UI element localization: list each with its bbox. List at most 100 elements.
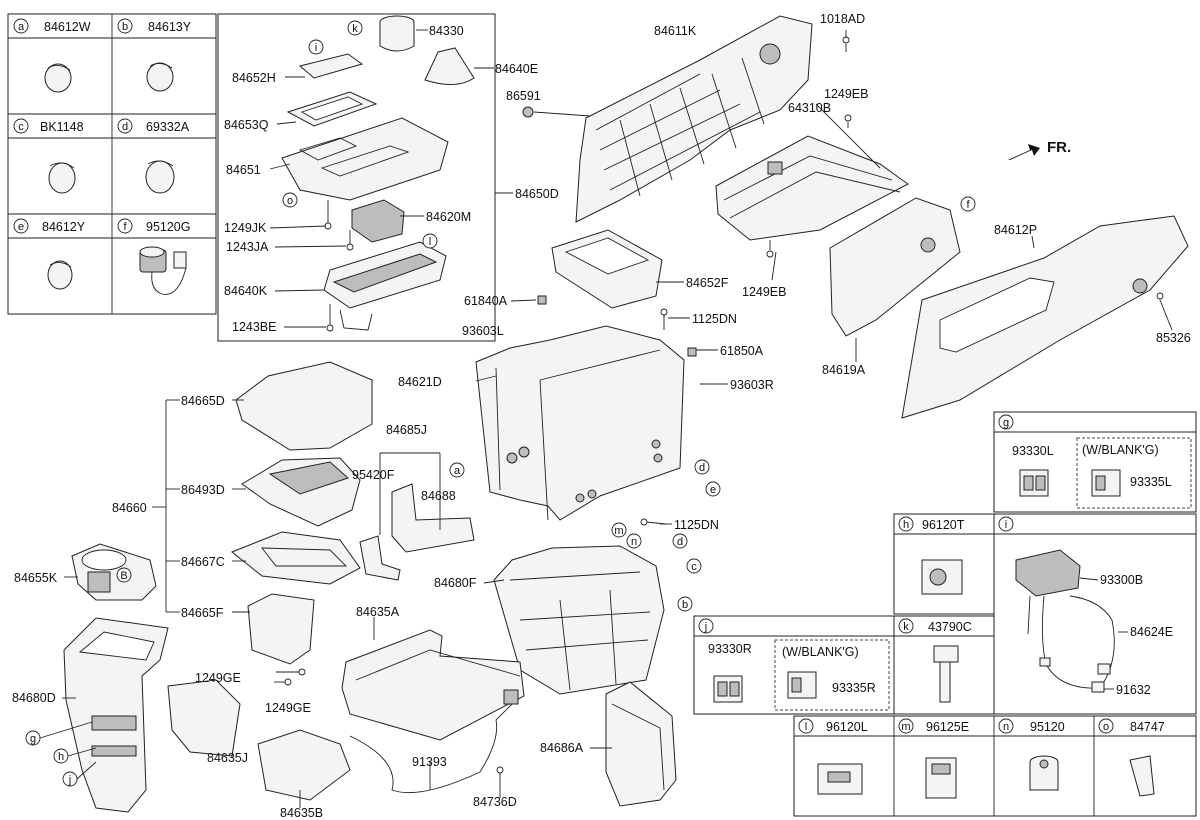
callout-k: k (352, 23, 358, 35)
socket-96120l-icon (817, 763, 863, 795)
legend-i-code: 93300B (1100, 573, 1143, 587)
label-95420F: 95420F (352, 468, 395, 482)
callout-b: b (682, 599, 688, 611)
label-84635B: 84635B (280, 806, 323, 820)
side-panel-84611k (575, 15, 813, 223)
legend-n-code: 95120 (1030, 720, 1065, 734)
clip-c-icon (48, 162, 76, 194)
callout-B: B (120, 570, 127, 582)
callout-n: n (631, 536, 637, 548)
switch-93330l-icon (1019, 469, 1049, 497)
switch-93335r-icon (787, 671, 817, 699)
front-direction-arrow: FR. (1008, 139, 1071, 160)
legend-c-code: BK1148 (40, 120, 84, 134)
power-outlet-95120-icon (1029, 755, 1059, 791)
front-label: FR. (1047, 139, 1071, 156)
callout-i: i (315, 42, 317, 54)
label-84620M: 84620M (426, 210, 471, 224)
legend-j-code: 93330R (708, 642, 752, 656)
legend-g-variant-code: 93335L (1130, 475, 1172, 489)
callout-o: o (287, 195, 293, 207)
legend-f-code: 95120G (146, 220, 190, 234)
label-93603R: 93603R (730, 378, 774, 392)
label-64310B: 64310B (788, 101, 831, 115)
label-84619A: 84619A (822, 363, 866, 377)
legend-j-variant-code: 93335R (832, 681, 876, 695)
legend-o-code: 84747 (1130, 720, 1165, 734)
legend-d-letter: d (122, 121, 128, 133)
legend-i-box: i 93300B 84624E 91632 (993, 513, 1197, 715)
legend-b-letter: b (122, 21, 128, 33)
legend-m-code: 96125E (926, 720, 969, 734)
label-84665D: 84665D (181, 394, 225, 408)
label-1249JK: 1249JK (224, 221, 267, 235)
top-center-parts (379, 15, 591, 118)
label-84680D: 84680D (12, 691, 56, 705)
cover-43790c-icon (933, 645, 959, 703)
socket-96120t-icon (921, 559, 963, 595)
legend-h-box: h 96120T (893, 513, 995, 615)
leader-lines (62, 29, 1173, 808)
legend-i-code2: 84624E (1130, 625, 1173, 639)
label-84640K: 84640K (224, 284, 268, 298)
legend-j-letter: j (704, 621, 707, 633)
label-86591: 86591 (506, 89, 541, 103)
switch-93330r-icon (713, 675, 743, 703)
legend-b-code: 84613Y (148, 20, 192, 34)
label-91393: 91393 (412, 755, 447, 769)
legend-a-letter: a (18, 21, 25, 33)
legend-c-letter: c (18, 121, 24, 133)
label-84621D: 84621D (398, 375, 442, 389)
label-1018AD: 1018AD (820, 12, 865, 26)
label-84736D: 84736D (473, 795, 517, 809)
label-1249GE-a: 1249GE (195, 671, 241, 685)
label-1249EB-top: 1249EB (824, 87, 868, 101)
console-body-84621d (475, 295, 697, 521)
callout-d1: d (699, 462, 705, 474)
legend-j-box: j 93330R (W/BLANK'G) 93335R (693, 615, 895, 715)
label-84330: 84330 (429, 24, 464, 38)
label-86493D: 86493D (181, 483, 225, 497)
bracket-64310b (715, 36, 909, 258)
legend-g-box: g 93330L (W/BLANK'G) 93335L (993, 411, 1197, 513)
legend-g-letter: g (1003, 417, 1009, 429)
legend-k-letter: k (903, 621, 909, 633)
label-84612P: 84612P (994, 223, 1037, 237)
label-84665F: 84665F (181, 606, 224, 620)
label-1249GE-b: 1249GE (265, 701, 311, 715)
diagram-callouts: k i o l f a d e d c m n b B g h j (25, 20, 976, 787)
label-84660: 84660 (112, 501, 147, 515)
legend-h-code: 96120T (922, 518, 965, 532)
label-84652H: 84652H (232, 71, 276, 85)
label-84651: 84651 (226, 163, 261, 177)
legend-g-variant: (W/BLANK'G) (1082, 443, 1159, 457)
side-trim-right (829, 197, 1189, 419)
callout-d2: d (677, 536, 683, 548)
legend-j-variant: (W/BLANK'G) (782, 645, 859, 659)
label-84667C: 84667C (181, 555, 225, 569)
clip-e-icon (47, 260, 73, 290)
label-84685J: 84685J (386, 423, 427, 437)
label-84655K: 84655K (14, 571, 58, 585)
label-84640E: 84640E (495, 62, 538, 76)
label-84650D: 84650D (515, 187, 559, 201)
legend-l-letter: l (805, 721, 807, 733)
legend-a-code: 84612W (44, 20, 91, 34)
label-84635A: 84635A (356, 605, 400, 619)
lower-console-structure (257, 518, 677, 807)
label-84611K: 84611K (654, 24, 697, 38)
label-1125DN-mid: 1125DN (674, 518, 719, 532)
callout-l: l (429, 236, 431, 248)
callout-e: e (710, 484, 716, 496)
label-1249EB-bot: 1249EB (742, 285, 786, 299)
clip-84747-icon (1129, 755, 1155, 797)
callout-m: m (614, 525, 623, 537)
harness-84624e-icon (1027, 595, 1128, 693)
legend-n-letter: n (1003, 721, 1009, 733)
label-61850A: 61850A (720, 344, 764, 358)
socket-f-icon (139, 246, 187, 295)
tray-84652f (551, 229, 663, 309)
callout-c: c (691, 561, 697, 573)
legend-k-code: 43790C (928, 620, 972, 634)
legend-g-code: 93330L (1012, 444, 1054, 458)
